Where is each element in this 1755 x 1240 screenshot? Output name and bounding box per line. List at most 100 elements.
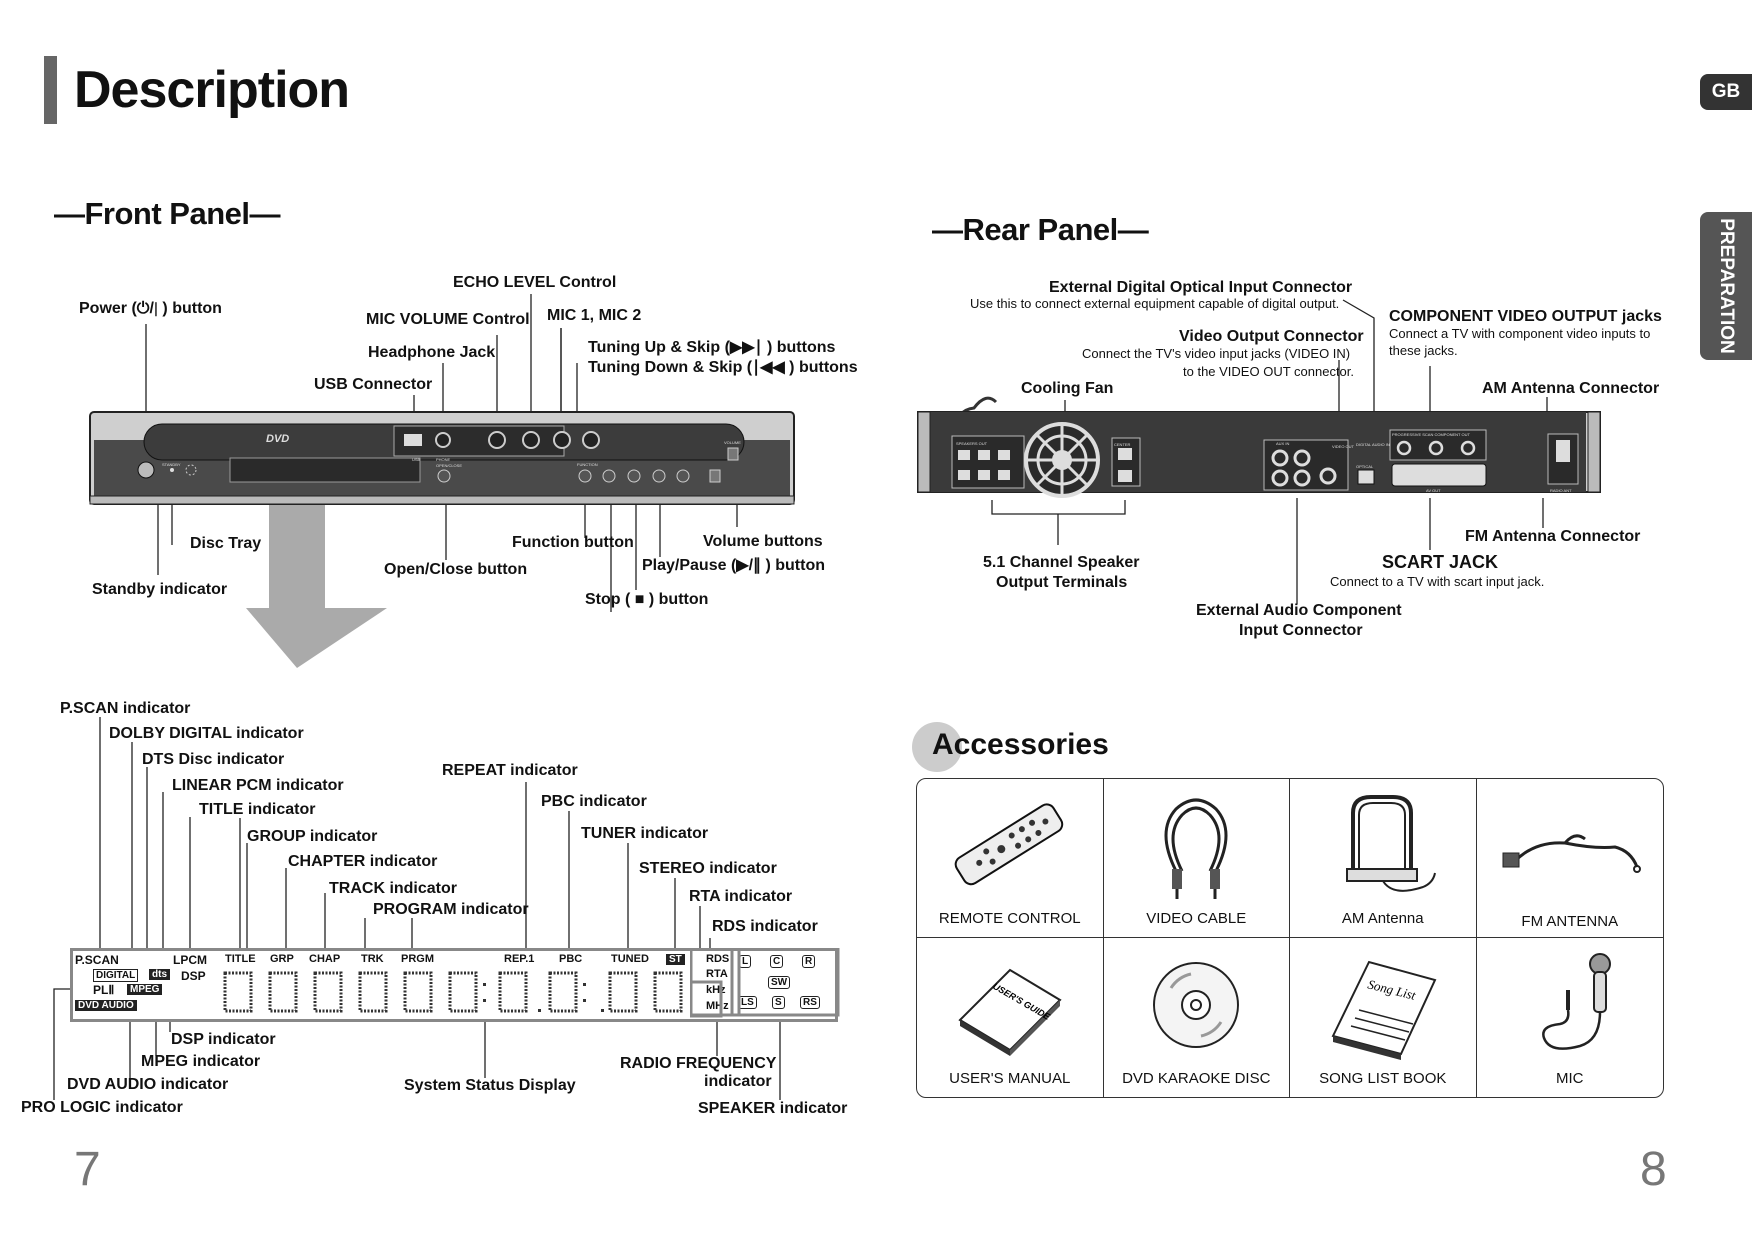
disp-pscan: P.SCAN [75, 953, 119, 967]
label-play-pause: Play/Pause (▶/∥ ) button [642, 557, 825, 574]
desc-scart-jack: Connect to a TV with scart input jack. [1330, 574, 1545, 589]
accessory-caption: REMOTE CONTROL [938, 910, 1081, 927]
rear-center-text: CENTER [1114, 442, 1131, 447]
accessories-table: REMOTE CONTROL VIDEO CABLE AM Antenna FM… [916, 778, 1664, 1098]
label-pro-logic: PRO LOGIC indicator [21, 1099, 183, 1116]
front-usb-text: USB [412, 457, 421, 462]
label-scart-jack: SCART JACK [1382, 552, 1499, 572]
disp-spk-l: L [739, 955, 752, 968]
accessory-caption: AM Antenna [1341, 910, 1424, 927]
accessories-heading: Accessories [932, 728, 1109, 761]
label-pbc: PBC indicator [541, 793, 647, 810]
label-echo-level: ECHO LEVEL Control [453, 274, 617, 291]
rear-panel-heading: —Rear Panel— [932, 212, 1149, 247]
disp-segment-digits [223, 971, 683, 1013]
rear-component-out-text: PROGRESSIVE SCAN COMPONENT OUT [1392, 432, 1470, 437]
disp-spk-rs: RS [800, 996, 820, 1009]
disp-pl2: PLⅡ [93, 983, 115, 997]
page-number-left: 7 [74, 1143, 101, 1196]
label-cooling-fan: Cooling Fan [1021, 380, 1114, 397]
disp-pbc: PBC [559, 953, 583, 965]
label-open-close: Open/Close button [384, 561, 528, 578]
label-dvd-audio: DVD AUDIO indicator [67, 1076, 229, 1093]
rear-av-out-text: AV OUT [1426, 488, 1441, 493]
label-speaker: SPEAKER indicator [698, 1100, 848, 1117]
accessory-caption: VIDEO CABLE [1146, 910, 1247, 927]
fm-antenna-icon [1502, 834, 1641, 873]
desc-component-video-2: these jacks. [1389, 343, 1458, 358]
page-title: Description [74, 61, 350, 119]
label-ext-audio-2: Input Connector [1239, 622, 1363, 639]
label-mpeg: MPEG indicator [141, 1053, 261, 1070]
accessories-heading-circle [912, 722, 962, 772]
front-display-panel: P.SCAN LPCM DSP DIGITAL dts PLⅡ MPEG DVD… [70, 948, 838, 1022]
front-open-close-text: OPEN/CLOSE [436, 463, 462, 468]
rear-radio-ant-text: RADIO ANT [1550, 488, 1572, 493]
label-title: TITLE indicator [199, 801, 316, 818]
disp-rep1: REP.1 [504, 953, 535, 965]
front-panel-heading: —Front Panel— [54, 196, 281, 231]
disp-spk-r: R [802, 955, 816, 968]
label-optical-input: External Digital Optical Input Connector [1049, 279, 1353, 296]
label-pscan: P.SCAN indicator [60, 700, 191, 717]
label-speaker-terminals-2: Output Terminals [996, 574, 1128, 591]
label-disc-tray: Disc Tray [190, 535, 262, 552]
disp-rds: RDS [706, 953, 730, 965]
label-tuning-up: Tuning Up & Skip (▶▶∣ ) buttons [588, 339, 836, 356]
label-mic-volume: MIC VOLUME Control [366, 311, 530, 328]
rear-panel-device: SPEAKERS OUT CENTER AUX IN VIDEO OUT DIG… [917, 396, 1601, 498]
title-accent-bar [44, 56, 57, 124]
accessory-remote-control: REMOTE CONTROL [917, 779, 1104, 938]
disp-mhz: MHz [706, 1000, 729, 1012]
disp-prgm: PRGM [401, 953, 434, 965]
desc-video-output-2: to the VIDEO OUT connector. [1183, 364, 1355, 379]
disp-lpcm: LPCM [173, 953, 207, 967]
label-headphone-jack: Headphone Jack [368, 344, 496, 361]
am-antenna-icon [1345, 795, 1436, 892]
disp-st: ST [666, 954, 685, 965]
desc-video-output-1: Connect the TV's video input jacks (VIDE… [1082, 346, 1351, 361]
song-list-book-icon: Song List [1331, 960, 1437, 1060]
rear-video-out-text: VIDEO OUT [1332, 444, 1355, 449]
label-repeat: REPEAT indicator [442, 762, 578, 779]
video-cable-icon [1164, 798, 1228, 899]
label-tuner: TUNER indicator [581, 825, 709, 842]
label-radio-frequency-2: indicator [704, 1073, 772, 1090]
users-manual-icon: USER'S GUIDE [958, 968, 1062, 1056]
section-side-tab-label: PREPARATION [1716, 218, 1737, 354]
disp-tuned: TUNED [611, 953, 649, 965]
label-dsp: DSP indicator [171, 1031, 276, 1048]
accessory-video-cable: VIDEO CABLE [1103, 779, 1290, 938]
label-radio-frequency: RADIO FREQUENCY [620, 1055, 777, 1072]
rear-speakers-out-text: SPEAKERS OUT [956, 441, 988, 446]
front-dvd-logo: DVD [266, 433, 289, 445]
mic-icon [1541, 953, 1611, 1050]
rear-aux-in-text: AUX IN [1276, 441, 1289, 446]
desc-component-video-1: Connect a TV with component video inputs… [1389, 326, 1651, 341]
label-group: GROUP indicator [247, 828, 378, 845]
accessory-mic: MIC [1477, 938, 1664, 1097]
label-fm-antenna-connector: FM Antenna Connector [1465, 528, 1641, 545]
accessory-caption: FM ANTENNA [1521, 913, 1619, 930]
label-usb-connector: USB Connector [314, 376, 433, 393]
front-standby-text: STANDBY [162, 462, 181, 467]
accessory-fm-antenna: FM ANTENNA [1476, 779, 1663, 938]
disp-spk-sw: SW [768, 976, 791, 989]
label-dts: DTS Disc indicator [142, 751, 285, 768]
label-lpcm: LINEAR PCM indicator [172, 777, 344, 794]
disp-dsp: DSP [181, 969, 206, 983]
label-program: PROGRAM indicator [373, 901, 529, 918]
label-volume-buttons: Volume buttons [703, 533, 823, 550]
label-power-button: Power (⏻/∣ ) button [79, 300, 222, 317]
label-stereo: STEREO indicator [639, 860, 777, 877]
accessory-caption: MIC [1556, 1070, 1584, 1087]
label-chapter: CHAPTER indicator [288, 853, 438, 870]
label-rds: RDS indicator [712, 918, 818, 935]
disp-trk: TRK [361, 953, 384, 965]
label-speaker-terminals-1: 5.1 Channel Speaker [983, 554, 1140, 571]
front-volume-text: VOLUME [724, 440, 741, 445]
accessory-caption: USER'S MANUAL [949, 1070, 1071, 1087]
disc-icon [1153, 962, 1240, 1048]
accessory-am-antenna: AM Antenna [1290, 779, 1477, 938]
label-tuning-down: Tuning Down & Skip (∣◀◀ ) buttons [588, 359, 858, 376]
